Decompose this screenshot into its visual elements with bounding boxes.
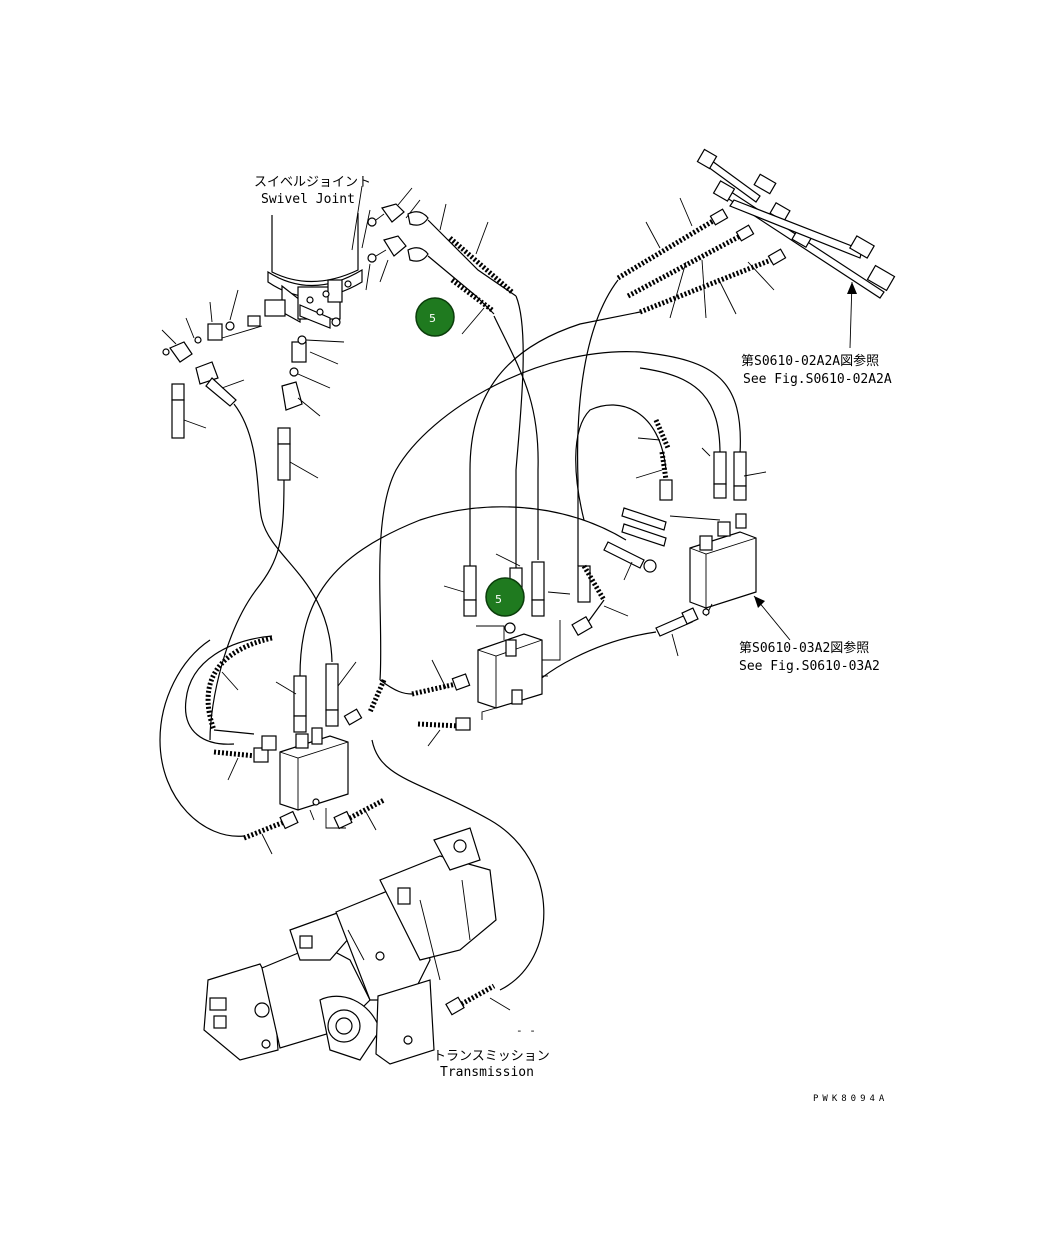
callout-marker-1-number: 5 bbox=[429, 312, 436, 325]
left-valve-block bbox=[159, 639, 386, 855]
reference-label-2-ja: 第S0610-03A2図参照 bbox=[739, 640, 869, 656]
right-loop-hoses bbox=[379, 351, 767, 681]
callout-marker-2[interactable]: 5 bbox=[485, 577, 525, 617]
center-valve-block bbox=[443, 553, 629, 720]
left-swivel-fittings bbox=[161, 289, 263, 363]
center-fittings bbox=[281, 335, 345, 417]
swivel-joint bbox=[264, 213, 363, 329]
transmission bbox=[203, 827, 497, 1065]
swivel-joint-label-en: Swivel Joint bbox=[261, 192, 355, 207]
swivel-top-fittings bbox=[365, 187, 421, 291]
reference-label-1-ja: 第S0610-02A2A図参照 bbox=[741, 353, 879, 369]
drawing-code: PWK8094A bbox=[813, 1094, 888, 1104]
swivel-joint-label-ja: スイベルジョイント bbox=[254, 175, 371, 190]
left-lower-hoses bbox=[184, 506, 627, 781]
transmission-label-en: Transmission bbox=[440, 1065, 534, 1080]
reference-label-1-en: See Fig.S0610-02A2A bbox=[743, 372, 892, 387]
dash-mark: - - bbox=[516, 1024, 536, 1037]
right-top-hoses bbox=[469, 148, 896, 570]
reference-label-2-en: See Fig.S0610-03A2 bbox=[739, 659, 880, 674]
callout-marker-2-number: 5 bbox=[495, 593, 502, 606]
left-hoses bbox=[171, 361, 333, 741]
right-valve-block bbox=[519, 507, 757, 701]
center-top-hoses bbox=[407, 203, 539, 568]
transmission-label-ja: トランスミッション bbox=[433, 1049, 550, 1064]
callout-marker-1[interactable]: 5 bbox=[415, 297, 455, 337]
transmission-hose: - - bbox=[371, 739, 545, 1037]
